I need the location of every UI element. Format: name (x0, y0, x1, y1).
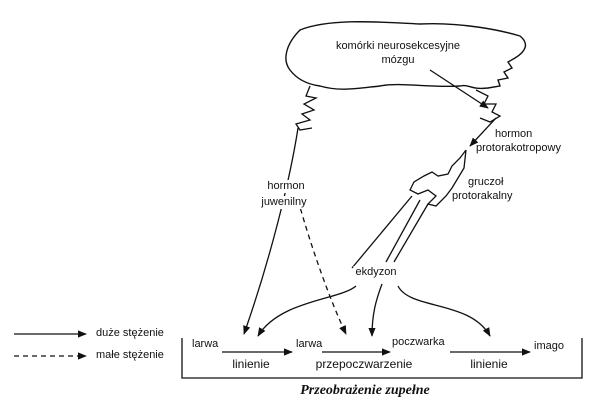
arrow-ecdysone-pupation (368, 283, 383, 337)
stage-larva-1: larwa (192, 338, 219, 350)
process-molt-1: linienie (232, 357, 270, 371)
ptth-label-2: protorakotropowy (476, 142, 561, 154)
juvenile-label-2: juwenilny (259, 196, 309, 209)
process-pupation: przepoczwarzenie (315, 357, 413, 371)
right-lobe-shape (475, 89, 502, 123)
gland-duct-right (393, 203, 429, 263)
arrow-ecdysone-larva1 (257, 285, 357, 337)
arrow-juvenile-high (243, 127, 299, 335)
ptth-label-1: hormon (495, 128, 533, 140)
ecdysone-label: ekdyzon (353, 266, 399, 279)
gland-duct-left (351, 195, 413, 269)
process-molt-2: linienie (470, 357, 508, 371)
stage-pupa: poczwarka (392, 336, 445, 348)
arrow-ptth-to-gland (469, 117, 497, 147)
prothoracic-gland-shape (409, 149, 467, 207)
stage-imago: imago (534, 340, 564, 352)
diagram-title: Przeobrażenie zupełne (300, 383, 430, 398)
stage-larva-2: larwa (296, 338, 323, 350)
legend-low-label: małe stężenie (96, 349, 164, 361)
timeline-bracket (181, 338, 583, 379)
neuro-cells-label-2: mózgu (381, 54, 415, 66)
arrow-ecdysone-imago (397, 285, 491, 337)
juvenile-label-1: hormon (265, 180, 307, 193)
legend-high-label: duże stężenie (96, 327, 164, 339)
arrow-neuro-to-ptth (429, 69, 489, 109)
arrow-juvenile-low (297, 199, 347, 335)
left-lobe-shape (294, 85, 318, 131)
neuro-cells-label-1: komórki neurosekcesyjne (335, 40, 461, 52)
brain-shape (285, 21, 527, 90)
gland-label-1: gruczoł (468, 176, 504, 188)
gland-duct-mid (385, 199, 421, 263)
gland-label-2: protorakalny (452, 190, 513, 202)
